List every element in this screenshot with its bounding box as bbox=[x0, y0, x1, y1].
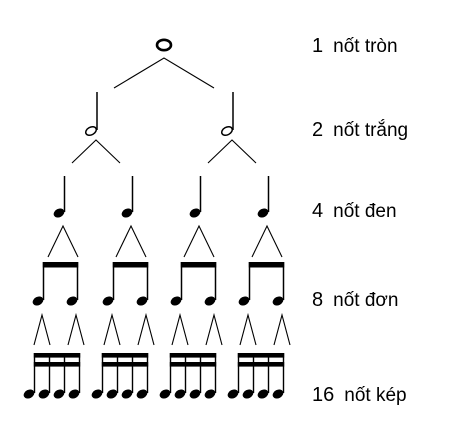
label-half: 2 nốt trắng bbox=[312, 120, 408, 140]
half-note-head bbox=[220, 125, 234, 137]
label-whole: 1 nốt tròn bbox=[312, 36, 398, 56]
label-quarter: 4 nốt đen bbox=[312, 201, 397, 221]
connector-quarter bbox=[115, 224, 147, 258]
quarter-note-head bbox=[53, 208, 65, 218]
label-half-name: nốt trắng bbox=[333, 120, 409, 141]
eighth-note-head bbox=[272, 296, 284, 306]
sixteenth-note-head bbox=[53, 389, 65, 399]
label-eighth-count: 8 bbox=[312, 289, 324, 311]
label-whole-count: 1 bbox=[312, 35, 324, 57]
eighth-beam bbox=[248, 262, 285, 268]
label-eighth-name: nốt đơn bbox=[333, 290, 399, 311]
sixteenth-note-head bbox=[106, 389, 118, 399]
eighth-beam bbox=[112, 262, 149, 268]
connector-eighth bbox=[33, 312, 51, 346]
connector-eighth bbox=[103, 312, 121, 346]
connector-whole bbox=[113, 57, 215, 89]
sixteenth-note-head bbox=[174, 389, 186, 399]
half-note-head bbox=[84, 125, 98, 137]
connector-eighth bbox=[239, 312, 257, 346]
sixteenth-note-head bbox=[257, 389, 269, 399]
eighth-note-head bbox=[238, 296, 250, 306]
sixteenth-beam-primary bbox=[101, 353, 149, 358]
eighth-note-head bbox=[32, 296, 44, 306]
sixteenth-note-head bbox=[159, 389, 171, 399]
sixteenth-note-head bbox=[136, 389, 148, 399]
connector-half bbox=[207, 139, 257, 164]
connector-quarter bbox=[47, 224, 79, 258]
sixteenth-note-head bbox=[242, 389, 254, 399]
connector-quarter bbox=[183, 224, 215, 258]
label-sixteenth: 16 nốt kép bbox=[312, 385, 407, 405]
label-half-count: 2 bbox=[312, 119, 324, 141]
eighth-note-head bbox=[102, 296, 114, 306]
quarter-note-head bbox=[121, 208, 133, 218]
quarter-note-head bbox=[257, 208, 269, 218]
sixteenth-note-head bbox=[121, 389, 133, 399]
sixteenth-note-head bbox=[189, 389, 201, 399]
label-sixteenth-count: 16 bbox=[312, 384, 335, 406]
eighth-note-head bbox=[170, 296, 182, 306]
sixteenth-note-head bbox=[204, 389, 216, 399]
sixteenth-beam-secondary bbox=[101, 362, 149, 367]
eighth-beam bbox=[180, 262, 217, 268]
label-quarter-count: 4 bbox=[312, 200, 324, 222]
sixteenth-beam-primary bbox=[237, 353, 285, 358]
connector-half bbox=[71, 139, 121, 164]
sixteenth-note-head bbox=[272, 389, 284, 399]
label-quarter-name: nốt đen bbox=[333, 201, 397, 222]
eighth-note-head bbox=[204, 296, 216, 306]
sixteenth-note-head bbox=[23, 389, 35, 399]
label-sixteenth-name: nốt kép bbox=[344, 385, 407, 406]
connector-eighth bbox=[67, 312, 85, 346]
connector-eighth bbox=[171, 312, 189, 346]
eighth-note-head bbox=[66, 296, 78, 306]
sixteenth-beam-secondary bbox=[33, 362, 81, 367]
label-whole-name: nốt tròn bbox=[333, 36, 398, 57]
connector-quarter bbox=[251, 224, 283, 258]
whole-note bbox=[155, 38, 173, 52]
eighth-beam bbox=[42, 262, 79, 268]
connector-eighth bbox=[205, 312, 223, 346]
sixteenth-note-head bbox=[227, 389, 239, 399]
sixteenth-note-head bbox=[68, 389, 80, 399]
sixteenth-note-head bbox=[91, 389, 103, 399]
sixteenth-beam-secondary bbox=[169, 362, 217, 367]
sixteenth-beam-primary bbox=[169, 353, 217, 358]
sixteenth-note-head bbox=[38, 389, 50, 399]
sixteenth-beam-secondary bbox=[237, 362, 285, 367]
eighth-note-head bbox=[136, 296, 148, 306]
quarter-note-head bbox=[189, 208, 201, 218]
label-eighth: 8 nốt đơn bbox=[312, 290, 398, 310]
sixteenth-beam-primary bbox=[33, 353, 81, 358]
connector-eighth bbox=[137, 312, 155, 346]
connector-eighth bbox=[273, 312, 291, 346]
